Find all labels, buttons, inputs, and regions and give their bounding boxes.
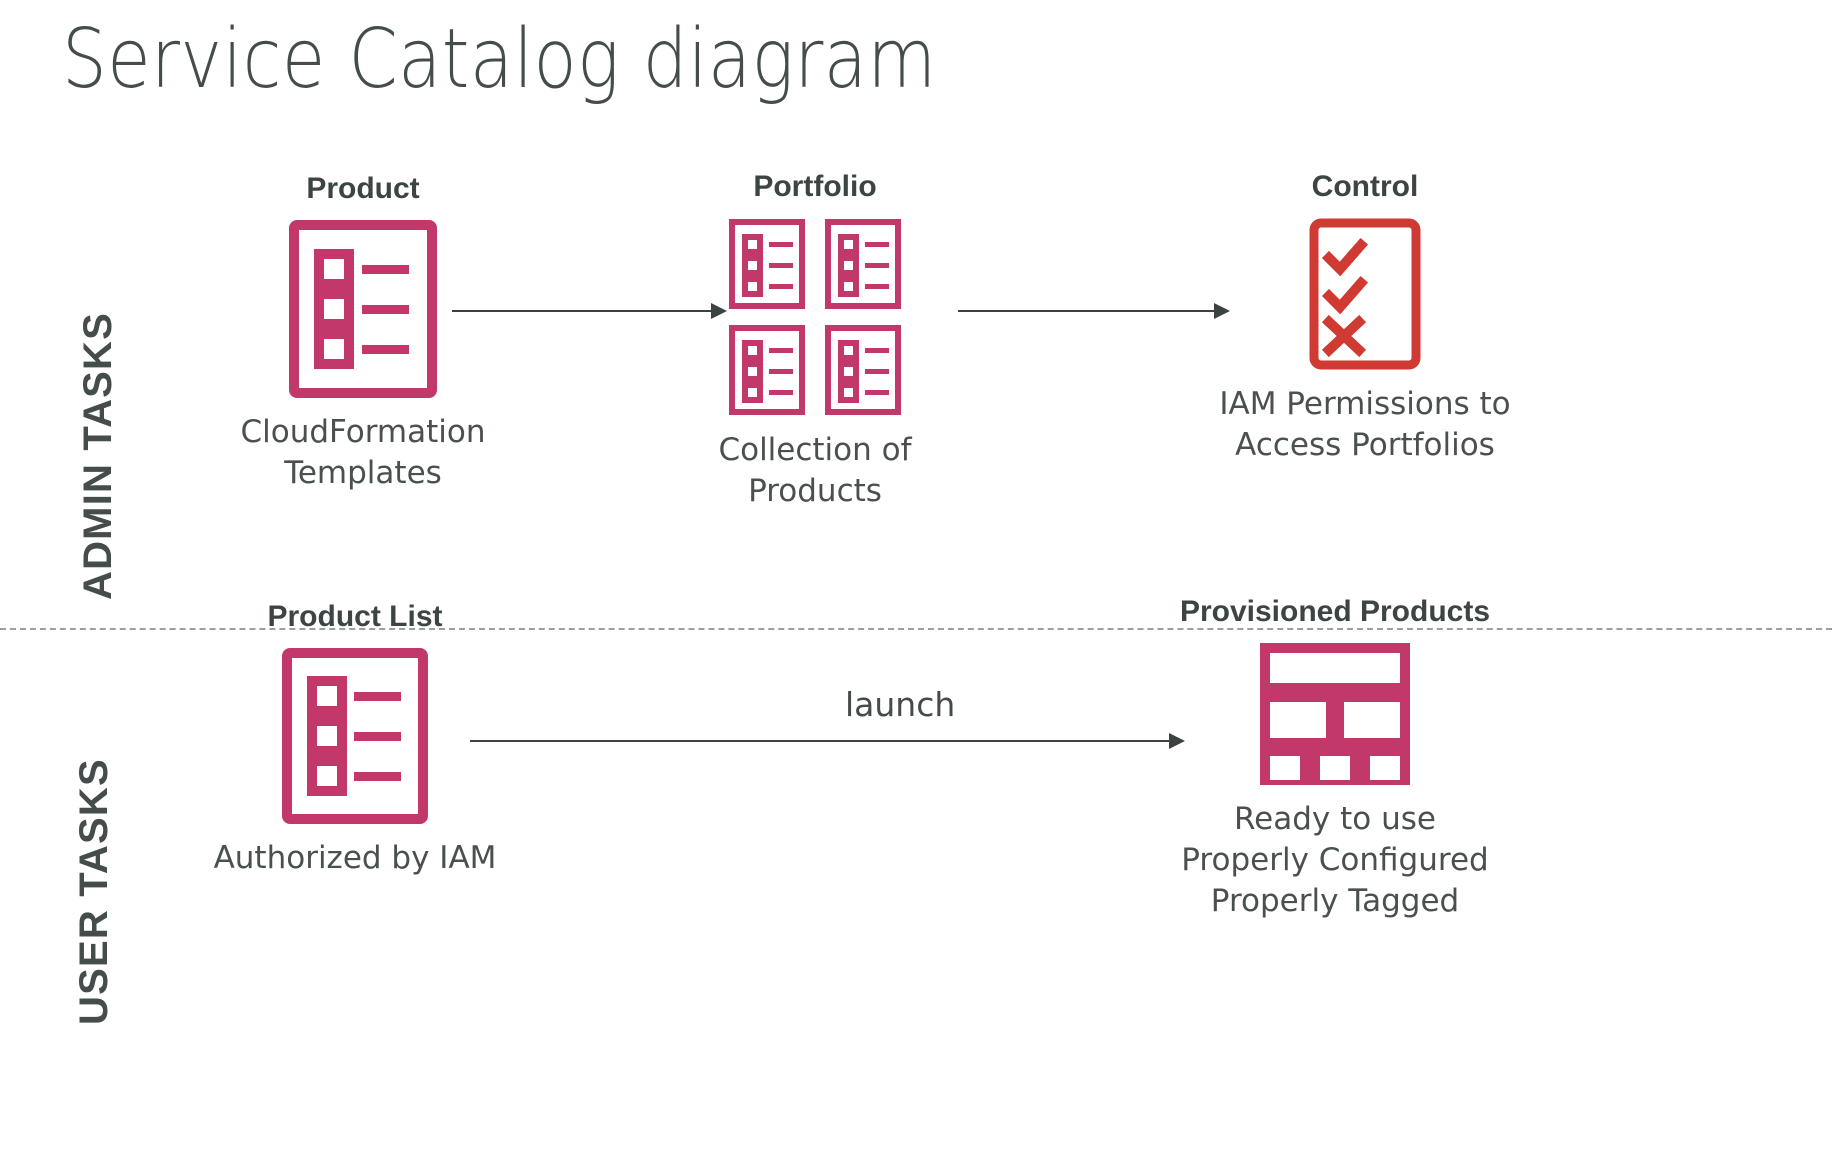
arrow-head (711, 303, 727, 319)
node-product-list-title: Product List (267, 600, 443, 633)
node-portfolio-caption: Collection of Products (718, 432, 912, 510)
node-product[interactable]: Product CloudFormation Templates (228, 172, 498, 494)
checklist-document-icon (289, 220, 437, 398)
node-control-icon-holder (1200, 218, 1530, 370)
node-provisioned-products-caption: Ready to use Properly Configured Properl… (1181, 801, 1489, 920)
node-product-list-caption: Authorized by IAM (213, 840, 497, 876)
node-product-list[interactable]: Product List Authorized by IAM (200, 600, 510, 879)
node-portfolio[interactable]: Portfolio (665, 170, 965, 512)
node-control-title: Control (1311, 170, 1419, 203)
node-provisioned-products[interactable]: Provisioned Products Ready to use Proper… (1155, 595, 1515, 923)
node-provisioned-products-icon-holder (1155, 643, 1515, 785)
node-portfolio-title: Portfolio (753, 170, 877, 203)
layout-blocks-icon (1259, 643, 1411, 785)
node-control-caption: IAM Permissions to Access Portfolios (1219, 386, 1511, 464)
arrow-head (1169, 733, 1185, 749)
check-icon (1321, 275, 1369, 315)
page-title: Service Catalog diagram (62, 12, 937, 107)
arrow-shaft (958, 310, 1214, 312)
portfolio-item-4 (825, 325, 901, 415)
node-product-title: Product (306, 172, 420, 205)
cross-icon (1321, 314, 1367, 358)
checklist-document-grid-icon (728, 218, 902, 416)
arrow-shaft (470, 740, 1169, 742)
arrow-label-launch: launch (845, 685, 956, 724)
row-label-user-tasks: USER TASKS (72, 758, 116, 1025)
node-provisioned-products-title: Provisioned Products (1179, 595, 1491, 628)
node-product-icon-holder (228, 220, 498, 398)
check-icon (1321, 237, 1369, 277)
arrow-shaft (452, 310, 711, 312)
portfolio-item-1 (729, 219, 805, 309)
node-control[interactable]: Control IAM Permissions to Access Portfo… (1200, 170, 1530, 466)
portfolio-item-2 (825, 219, 901, 309)
node-product-list-icon-holder (200, 648, 510, 824)
section-divider (0, 628, 1832, 630)
arrow-product-to-portfolio (452, 300, 727, 322)
checklist-document-icon (282, 648, 428, 824)
arrow-product-list-to-provisioned (470, 730, 1185, 752)
node-portfolio-icon-holder (665, 218, 965, 416)
checkmarks-and-cross-document-icon (1309, 218, 1421, 370)
row-label-admin-tasks: ADMIN TASKS (76, 311, 120, 600)
arrow-head (1214, 303, 1230, 319)
node-product-caption: CloudFormation Templates (240, 414, 486, 492)
portfolio-item-3 (729, 325, 805, 415)
arrow-portfolio-to-control (958, 300, 1230, 322)
